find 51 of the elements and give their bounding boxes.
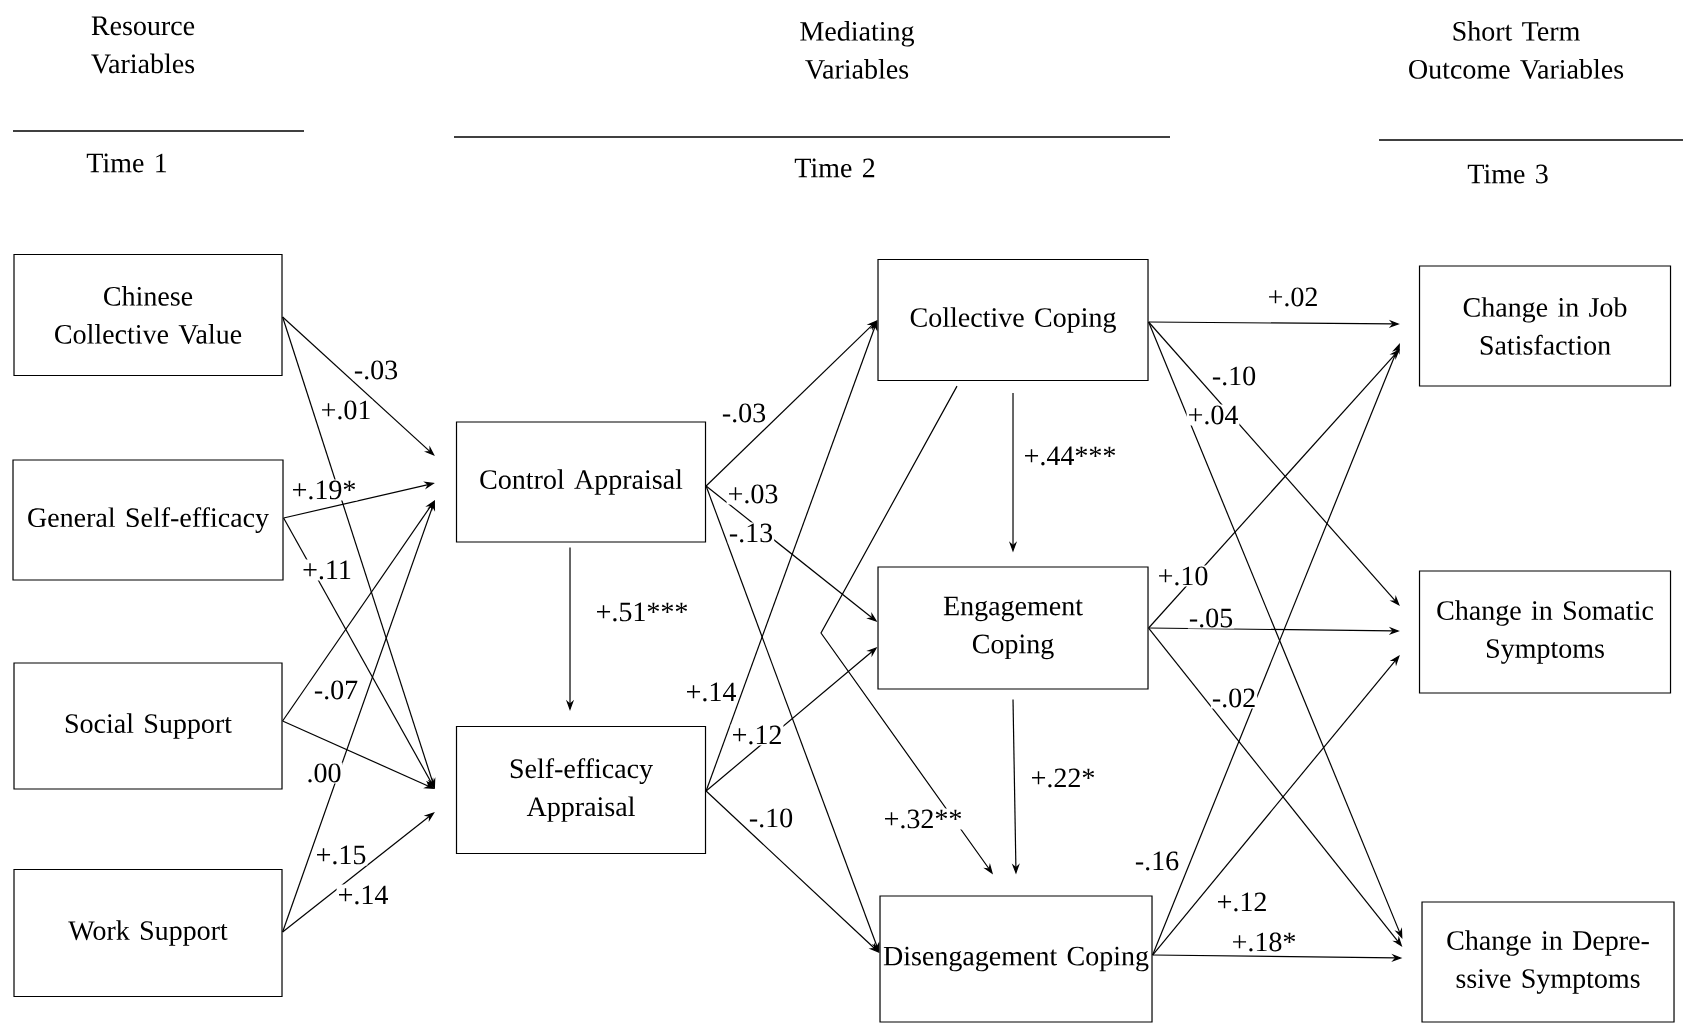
arrow xyxy=(282,316,435,456)
arrow xyxy=(283,517,435,789)
variable-box: Change in Depre- ssive Symptoms xyxy=(1421,901,1675,1023)
arrow xyxy=(1148,349,1400,629)
variable-box: Engagement Coping xyxy=(877,566,1149,690)
column-heading: Mediating Variables xyxy=(800,21,915,79)
variable-box: Self-efficacy Appraisal xyxy=(455,725,707,855)
edge-label: +.11 xyxy=(301,559,353,581)
variable-box: Work Support xyxy=(13,868,283,998)
edge-label: -.13 xyxy=(727,522,775,544)
variable-box: Collective Coping xyxy=(877,258,1149,382)
edge-label: +.02 xyxy=(1266,286,1320,308)
column-heading: Resource Variables xyxy=(91,16,195,74)
edge-label: -.03 xyxy=(720,402,768,424)
arrow xyxy=(1148,321,1400,606)
variable-box: Chinese Collective Value xyxy=(13,253,283,377)
edge-label: -.02 xyxy=(1210,687,1258,709)
column-heading: Time 2 xyxy=(794,158,875,178)
edge-label: +.15 xyxy=(314,844,368,866)
edge-label: +.32** xyxy=(882,808,964,830)
variable-box: Change in Somatic Symptoms xyxy=(1418,570,1672,694)
edge-label: -.10 xyxy=(747,807,795,829)
edge-label: -.07 xyxy=(312,679,360,701)
variable-box: Change in Job Satisfaction xyxy=(1418,265,1672,387)
column-heading: Short Term Outcome Variables xyxy=(1409,21,1624,79)
variable-box: Control Appraisal xyxy=(455,421,707,543)
column-heading: Time 3 xyxy=(1467,164,1548,184)
edge-label: +.12 xyxy=(730,724,784,746)
edge-label: -.16 xyxy=(1133,850,1181,872)
edge-label: -.05 xyxy=(1187,607,1235,629)
variable-box: Disengagement Coping xyxy=(879,895,1153,1023)
edge-label: .00 xyxy=(305,762,343,784)
variable-box: Social Support xyxy=(13,662,283,790)
arrow xyxy=(282,812,435,933)
variable-box: General Self-efficacy xyxy=(12,459,284,581)
edge-label: +.12 xyxy=(1215,891,1269,913)
edge-label: +.01 xyxy=(319,399,373,421)
arrow xyxy=(282,500,435,722)
edge-label: +.03 xyxy=(726,483,780,505)
column-heading: Time 1 xyxy=(86,153,167,173)
edge-label: +.44*** xyxy=(1022,445,1118,467)
edge-label: +.19* xyxy=(290,479,358,501)
edge-label: +.14 xyxy=(336,884,390,906)
edge-label: +.18* xyxy=(1230,931,1298,953)
edge-label: -.03 xyxy=(352,359,400,381)
edge-label: +.51*** xyxy=(594,601,690,623)
edge-label: +.04 xyxy=(1186,404,1240,426)
edge-label: +.10 xyxy=(1156,565,1210,587)
edge-label: -.10 xyxy=(1210,365,1258,387)
edge-label: +.22* xyxy=(1029,767,1097,789)
edge-label: +.14 xyxy=(684,681,738,703)
